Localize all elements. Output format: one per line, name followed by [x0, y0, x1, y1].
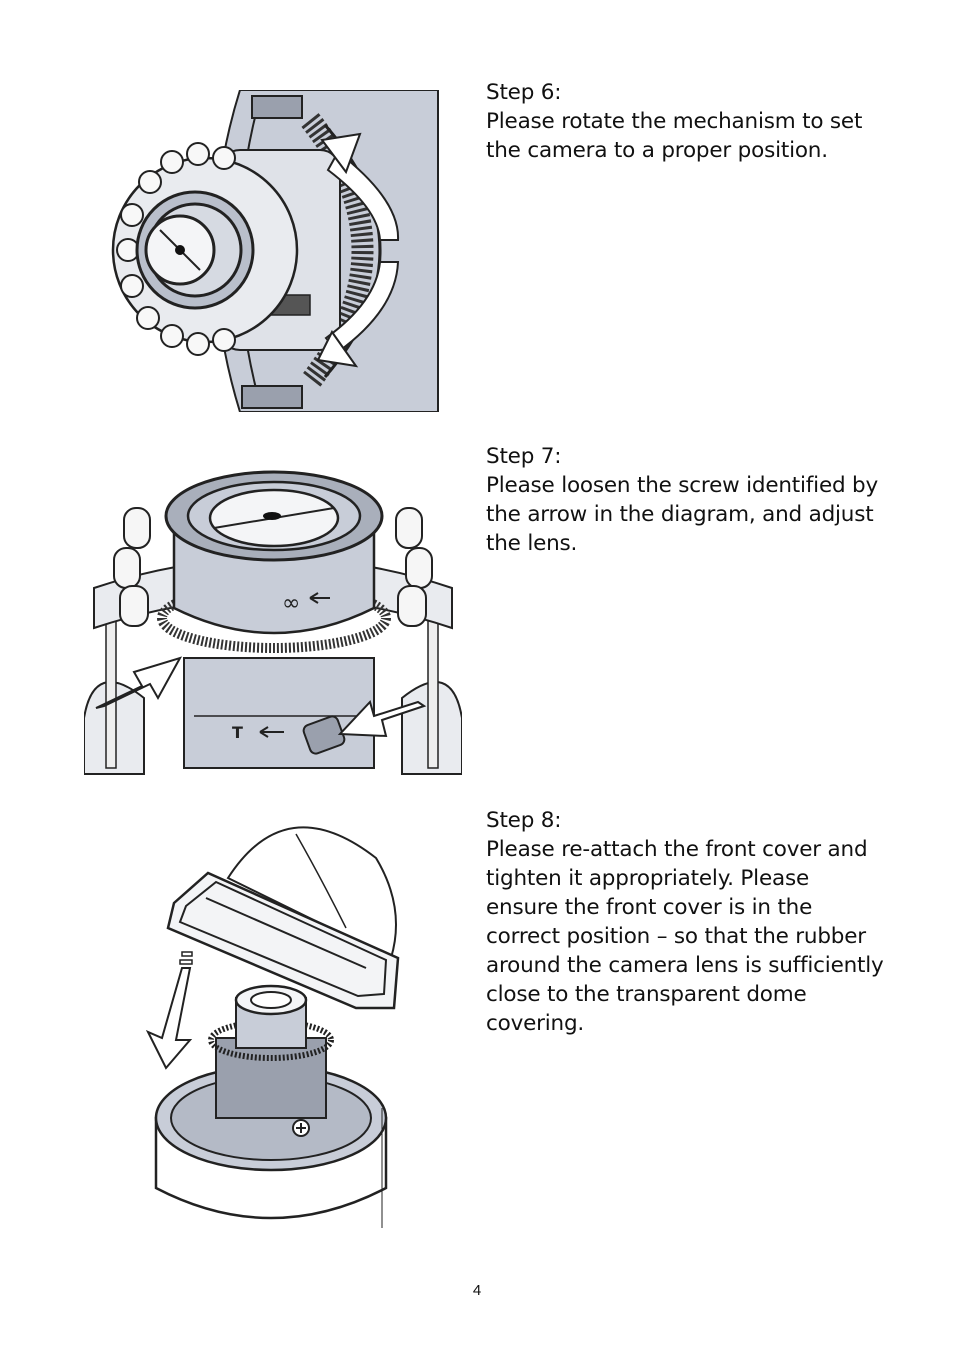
- step-6-heading: Step 6:: [486, 80, 562, 105]
- step-8-body: Please re-attach the front cover and tig…: [486, 837, 884, 1036]
- step-7-heading: Step 7:: [486, 444, 562, 469]
- step-6-diagram: [111, 90, 439, 412]
- page-number: 4: [472, 1282, 482, 1299]
- tele-label: T: [232, 723, 243, 742]
- step-8-text: Step 8: Please re-attach the front cover…: [486, 806, 886, 1038]
- step-8-heading: Step 8:: [486, 808, 562, 833]
- step-6-body: Please rotate the mechanism to set the c…: [486, 109, 863, 163]
- step-7-text: Step 7: Please loosen the screw identifi…: [486, 442, 886, 558]
- step-7-diagram: T ∞: [84, 470, 462, 775]
- step-8-diagram: [146, 826, 400, 1228]
- infinity-label: ∞: [282, 591, 300, 616]
- step-7-body: Please loosen the screw identified by th…: [486, 473, 879, 556]
- step-6-text: Step 6: Please rotate the mechanism to s…: [486, 78, 886, 165]
